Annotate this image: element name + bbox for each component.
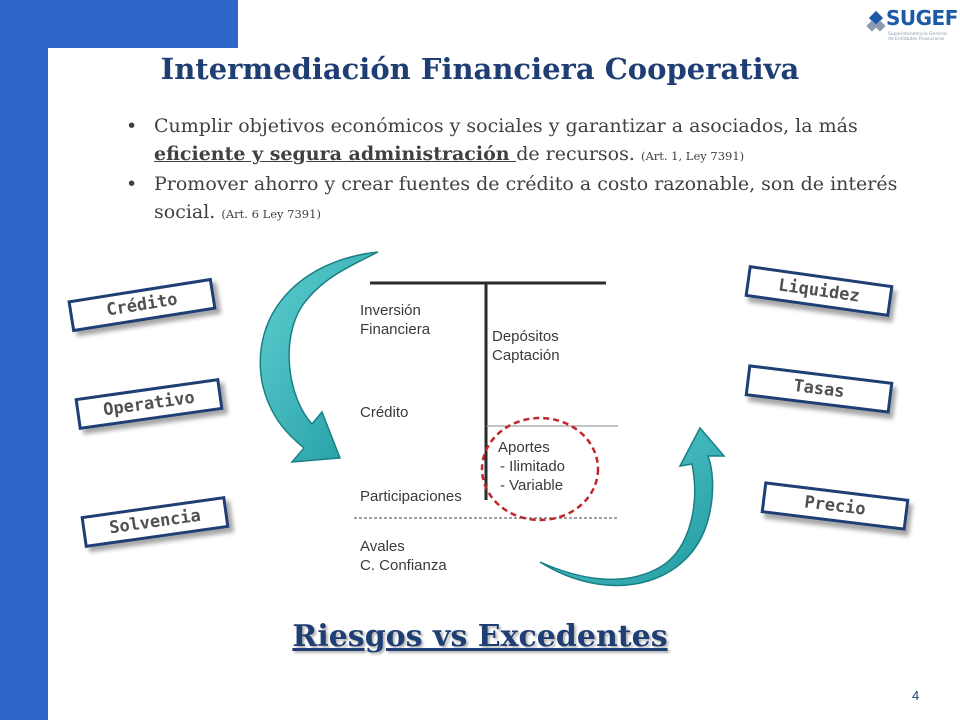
- off-balance-avales: Avales: [360, 538, 405, 555]
- law-reference: (Art. 6 Ley 7391): [221, 207, 321, 221]
- liability-deposits: Depósitos: [492, 328, 559, 345]
- logo-wordmark: SUGEF: [886, 6, 958, 30]
- bullet-item: Promover ahorro y crear fuentes de crédi…: [126, 170, 946, 228]
- bullet-item: Cumplir objetivos económicos y sociales …: [126, 112, 946, 170]
- off-balance-label: Avales C. Confianza: [360, 537, 447, 575]
- footer-title: Riesgos vs Excedentes: [292, 619, 668, 654]
- equity-variable: - Variable: [500, 477, 564, 494]
- sugef-logo: SUGEF Superintendencia General de Entida…: [866, 6, 958, 52]
- equity-unlimited: - Ilimitado: [500, 458, 566, 475]
- law-reference: (Art. 1, Ley 7391): [640, 149, 745, 163]
- bullet-text: de recursos.: [516, 143, 641, 165]
- liability-captacion: Captación: [492, 347, 560, 364]
- top-accent-bar: [0, 0, 238, 48]
- asset-financial: Financiera: [360, 321, 431, 338]
- off-balance-confianza: C. Confianza: [360, 557, 447, 574]
- asset-label: Inversión Financiera: [360, 301, 430, 339]
- logo-subtitle: Superintendencia General de Entidades Fi…: [888, 32, 947, 42]
- equity-highlight-circle: [480, 416, 600, 522]
- asset-participations: Participaciones: [360, 488, 462, 505]
- equity-aportes: Aportes: [498, 439, 550, 456]
- asset-investment: Inversión: [360, 302, 421, 319]
- bullet-emphasis: eficiente y segura administración: [154, 143, 517, 165]
- bullet-text: Promover ahorro y crear fuentes de crédi…: [154, 173, 898, 223]
- page-number: 4: [912, 688, 920, 703]
- bullet-list: Cumplir objetivos económicos y sociales …: [126, 112, 946, 228]
- bullet-text: Cumplir objetivos económicos y sociales …: [154, 115, 858, 137]
- liability-label: Depósitos Captación: [492, 327, 560, 365]
- asset-credit: Crédito: [360, 404, 409, 421]
- equity-label: Aportes - Ilimitado - Variable: [498, 438, 565, 495]
- slide-title: Intermediación Financiera Cooperativa: [160, 52, 800, 86]
- right-curved-arrow: [539, 426, 726, 587]
- diamond-logo-icon: [866, 10, 886, 32]
- left-curved-arrow: [259, 251, 379, 463]
- side-accent-bar: [0, 0, 48, 720]
